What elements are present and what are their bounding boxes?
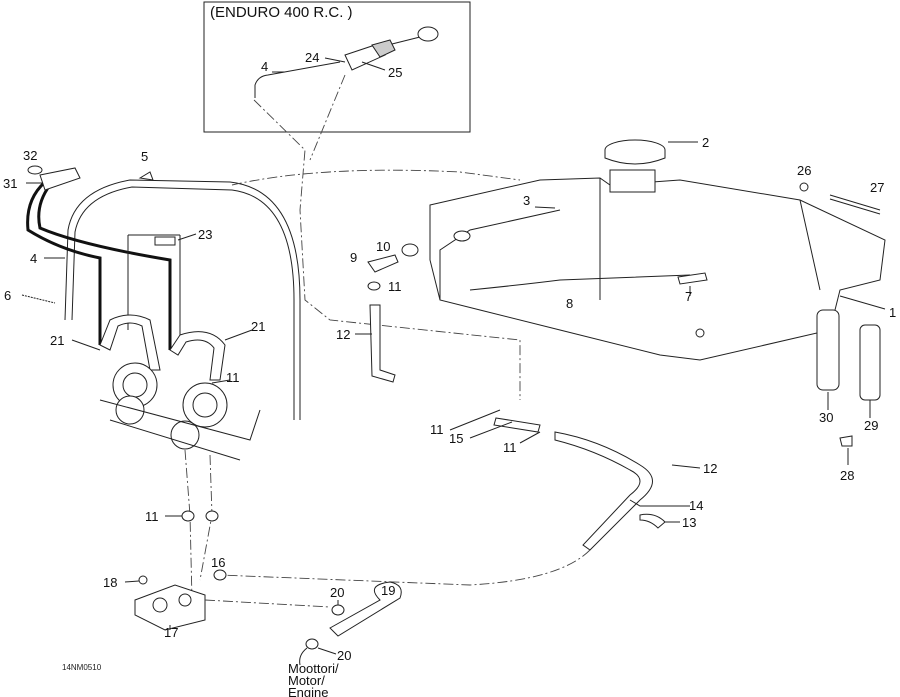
callout-18: 18 xyxy=(103,575,118,590)
callout-31: 31 xyxy=(3,176,18,191)
fuel-tank xyxy=(429,169,886,361)
callout-20: 20 xyxy=(337,648,352,663)
callout-21: 21 xyxy=(251,319,266,334)
callout-10: 10 xyxy=(376,239,391,254)
callout-8: 8 xyxy=(566,296,574,311)
callout-11: 11 xyxy=(145,509,159,524)
callout-15: 15 xyxy=(449,431,464,446)
callout-23: 23 xyxy=(198,227,213,242)
callout-11: 11 xyxy=(430,422,444,437)
callout-24: 24 xyxy=(305,50,320,65)
callout-12: 12 xyxy=(336,327,351,342)
callout-26: 26 xyxy=(797,163,812,178)
callout-17: 17 xyxy=(164,625,179,640)
callout-6: 6 xyxy=(4,288,12,303)
throttle-cable xyxy=(64,179,301,420)
callout-11: 11 xyxy=(226,370,240,385)
inset-title: (ENDURO 400 R.C. ) xyxy=(210,4,353,21)
engine-note-line: Motor/ xyxy=(288,673,325,688)
callout-1: 1 xyxy=(889,305,897,320)
callout-19: 19 xyxy=(381,583,396,598)
callout-4: 4 xyxy=(30,251,38,266)
carburetors xyxy=(99,362,261,461)
inset-frame xyxy=(203,1,471,133)
drawing-code: 14NM0510 xyxy=(62,663,102,672)
callout-32: 32 xyxy=(23,148,38,163)
engine-note-line: Moottori/ xyxy=(288,661,339,676)
choke-cable xyxy=(254,61,341,98)
choke-plunger xyxy=(344,26,439,71)
callout-20: 20 xyxy=(330,585,345,600)
callout-5: 5 xyxy=(141,149,149,164)
fuel-cap xyxy=(604,139,666,165)
callout-14: 14 xyxy=(689,498,704,513)
callout-3: 3 xyxy=(523,193,531,208)
callout-25: 25 xyxy=(388,65,403,80)
callout-12: 12 xyxy=(703,461,718,476)
callout-11: 11 xyxy=(503,440,517,455)
callout-13: 13 xyxy=(682,515,697,530)
callout-4: 4 xyxy=(261,59,269,74)
callout-11: 11 xyxy=(388,279,402,294)
callout-16: 16 xyxy=(211,555,226,570)
callout-21: 21 xyxy=(50,333,65,348)
callout-30: 30 xyxy=(819,410,834,425)
callout-7: 7 xyxy=(685,289,693,304)
callout-29: 29 xyxy=(864,418,879,433)
callout-27: 27 xyxy=(870,180,885,195)
callout-2: 2 xyxy=(702,135,710,150)
callout-28: 28 xyxy=(840,468,855,483)
fuel-pump xyxy=(134,584,206,631)
engine-note-line: Engine xyxy=(288,685,329,697)
callout-9: 9 xyxy=(350,250,358,265)
engine-note: Moottori/ Motor/ Engine xyxy=(288,661,339,697)
